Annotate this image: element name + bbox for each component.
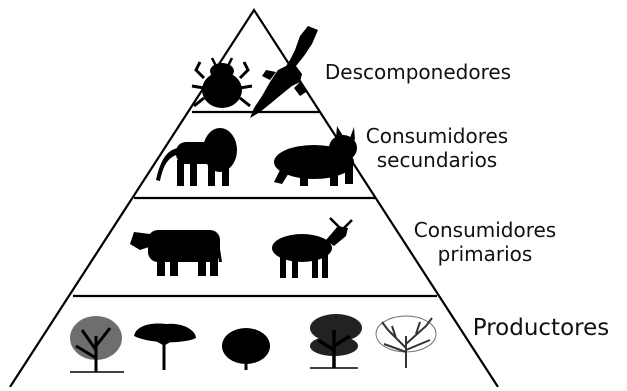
round-tree-icon — [222, 328, 270, 370]
cow-silhouette-icon — [130, 230, 222, 276]
lynx-silhouette-icon — [274, 126, 357, 186]
antelope-silhouette-icon — [272, 218, 352, 278]
vulture-silhouette-icon — [250, 26, 318, 118]
label-line: primarios — [400, 242, 570, 266]
acacia-tree-icon — [134, 324, 196, 371]
label-line: Consumidores — [400, 218, 570, 242]
label-line: Productores — [466, 316, 616, 340]
bare-tree-icon — [376, 316, 436, 368]
baobab-tree-icon — [310, 314, 362, 368]
label-descomponedores: Descomponedores — [318, 60, 518, 84]
tick-silhouette-icon — [192, 58, 252, 108]
lion-silhouette-icon — [156, 128, 237, 186]
label-consumidores-primarios: Consumidores primarios — [400, 218, 570, 266]
tree-icon-1 — [70, 316, 124, 372]
label-consumidores-secundarios: Consumidores secundarios — [352, 124, 522, 172]
label-line: Consumidores — [352, 124, 522, 148]
label-productores: Productores — [466, 316, 616, 340]
label-line: secundarios — [352, 148, 522, 172]
label-line: Descomponedores — [318, 60, 518, 84]
